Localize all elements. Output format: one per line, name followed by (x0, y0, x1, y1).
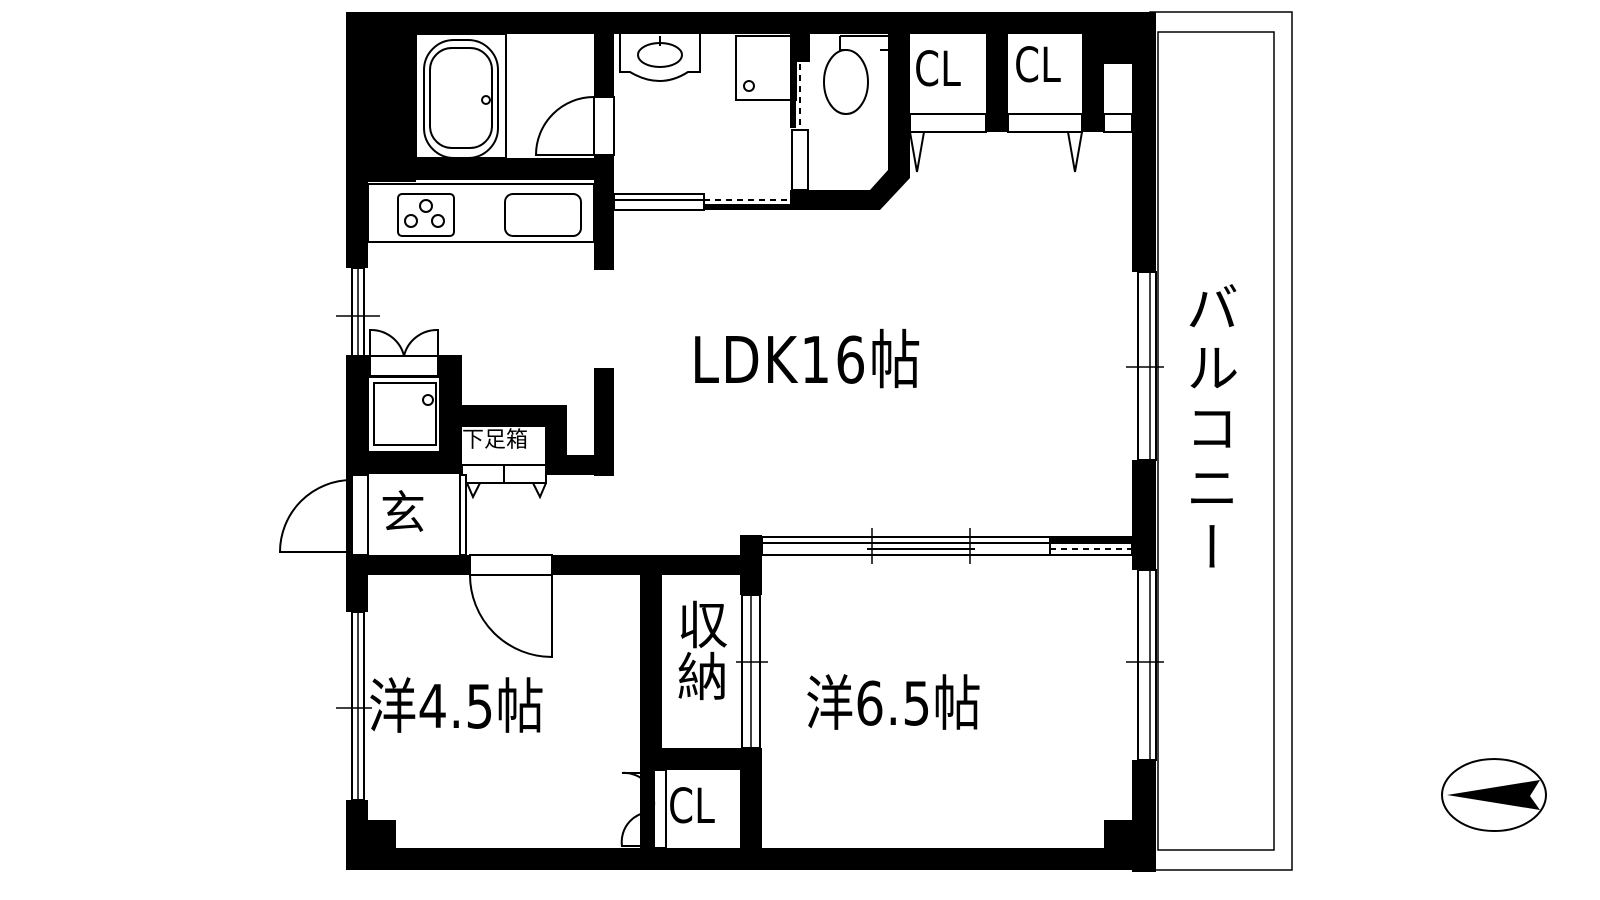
closet-top-left (909, 113, 987, 173)
room-label-entrance: 玄 (380, 486, 426, 540)
kitchen-counter (367, 183, 595, 243)
entrance-door (278, 474, 467, 556)
closet-bottom-doors (620, 769, 667, 849)
bathtub-icon (415, 33, 507, 159)
room-label-ldk: LDK16帖 (690, 325, 924, 399)
room-label-storage: 収納 (667, 598, 728, 702)
north-arrow-icon (1441, 758, 1547, 832)
washroom-sliding-door (613, 193, 790, 211)
washbasin-icon (619, 34, 701, 82)
closet-label-bottom: CL (668, 779, 716, 835)
bedroom-b-sliding-door (761, 528, 1133, 564)
room-label-western-a: 洋4.5帖 (368, 673, 545, 743)
ldk-east-small-window (1103, 113, 1133, 133)
window-ldk-east (1126, 271, 1164, 461)
washing-machine-pan-icon (735, 35, 797, 101)
outer-walls (346, 12, 1156, 872)
window-kitchen-west (336, 267, 380, 357)
label-shoe-box: 下足箱 (462, 428, 529, 453)
bedroom-a-door (469, 554, 553, 659)
kitchen-sink-icon (504, 193, 582, 237)
window-bedroom-a-west (336, 611, 372, 801)
closet-label-top-right: CL (1014, 38, 1062, 94)
refrigerator-space-icon (367, 328, 441, 453)
toilet-door (790, 62, 809, 191)
room-label-balcony: バルコニー (1176, 280, 1239, 580)
room-label-western-b: 洋6.5帖 (805, 670, 982, 740)
toilet-icon (823, 35, 893, 115)
bath-door (534, 96, 615, 156)
balcony (1149, 11, 1293, 871)
window-bedroom-b-east (1126, 569, 1164, 761)
gas-stove-icon (397, 193, 455, 237)
closet-label-top-left: CL (914, 42, 962, 98)
storage-door (736, 594, 768, 749)
shoe-box (461, 464, 547, 500)
